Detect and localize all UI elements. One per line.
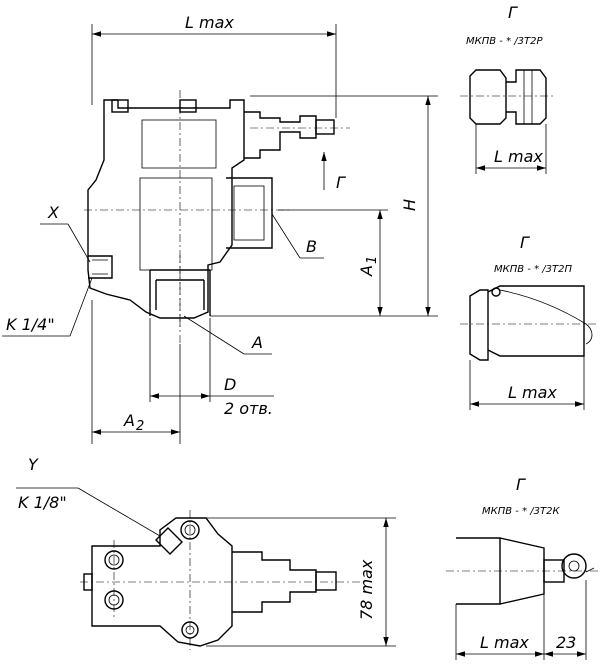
bottom-body-outline	[91, 517, 233, 647]
variant2-code: МКПВ - * /3Т2П	[494, 264, 572, 275]
variant3-dim-23-label: 23	[556, 633, 576, 652]
label-a: A	[251, 333, 263, 352]
bottom-view: 78 max Y K 1/8"	[16, 455, 396, 650]
variant2-view-label: Г	[520, 233, 530, 252]
view-arrow-g-label: Г	[336, 173, 346, 192]
variant2-body	[469, 289, 489, 361]
dim-a2-subscript: 2	[136, 419, 144, 434]
dim-a1-subscript: 1	[365, 256, 380, 264]
leader-b	[271, 213, 301, 259]
adjusting-stem	[244, 111, 317, 159]
variant-3t2p: Г МКПВ - * /3Т2Р L max	[460, 3, 556, 174]
leader-x	[67, 223, 91, 263]
port-x-fitting	[88, 255, 113, 279]
port-b	[226, 177, 273, 249]
label-k14: K 1/4"	[6, 315, 55, 334]
dim-78max-label: 78 max	[357, 559, 376, 620]
variant-3t2k: Г МКПВ - * /3Т2К L max 23	[446, 475, 598, 660]
dim-h-label: H	[400, 199, 419, 211]
variant1-knob	[506, 69, 547, 125]
leader-y	[77, 487, 161, 537]
port-b-thread	[233, 185, 265, 241]
upper-block	[141, 119, 217, 169]
leader-k14	[69, 277, 93, 337]
label-y: Y	[28, 455, 39, 474]
label-b: B	[306, 237, 317, 256]
bottom-stem-tip	[315, 571, 337, 591]
dim-d-label: D	[224, 375, 236, 394]
top-screw-right	[179, 99, 197, 113]
port-x-thread	[92, 259, 108, 275]
variant2-cap	[487, 285, 585, 357]
variant3-view-label: Г	[516, 475, 526, 494]
main-view	[84, 90, 350, 345]
variant1-dim-label: L max	[494, 147, 543, 166]
dim-a1-label: A	[357, 265, 376, 277]
label-x: X	[47, 203, 60, 222]
inner-bore	[139, 177, 213, 271]
dim-lmax-label: L max	[185, 13, 234, 32]
variant2-seal-ring	[491, 287, 501, 297]
port-y-fitting	[155, 527, 183, 555]
top-screw-left	[111, 99, 129, 113]
variant2-dim-label: L max	[508, 383, 557, 402]
variant3-key-head	[561, 553, 587, 579]
variant1-code: МКПВ - * /3Т2Р	[466, 36, 543, 47]
dim-a2-label: A	[123, 411, 135, 430]
variant1-body	[469, 69, 507, 125]
holes-count-label: 2 отв.	[224, 399, 273, 418]
label-k18: K 1/8"	[18, 493, 67, 512]
variant3-dim-label: L max	[480, 633, 529, 652]
stem-tip	[315, 119, 335, 135]
variant3-code: МКПВ - * /3Т2К	[482, 506, 560, 517]
main-view-dimensions: L max H A 1 A 2 D 2 отв. A B	[2, 13, 438, 444]
variant1-view-label: Г	[508, 3, 518, 22]
valve-body-outline	[87, 99, 245, 319]
leader-a	[183, 315, 245, 355]
variant-3t2p-cyr: Г МКПВ - * /3Т2П L max	[460, 233, 598, 410]
variant2-seal-wire	[499, 289, 593, 345]
